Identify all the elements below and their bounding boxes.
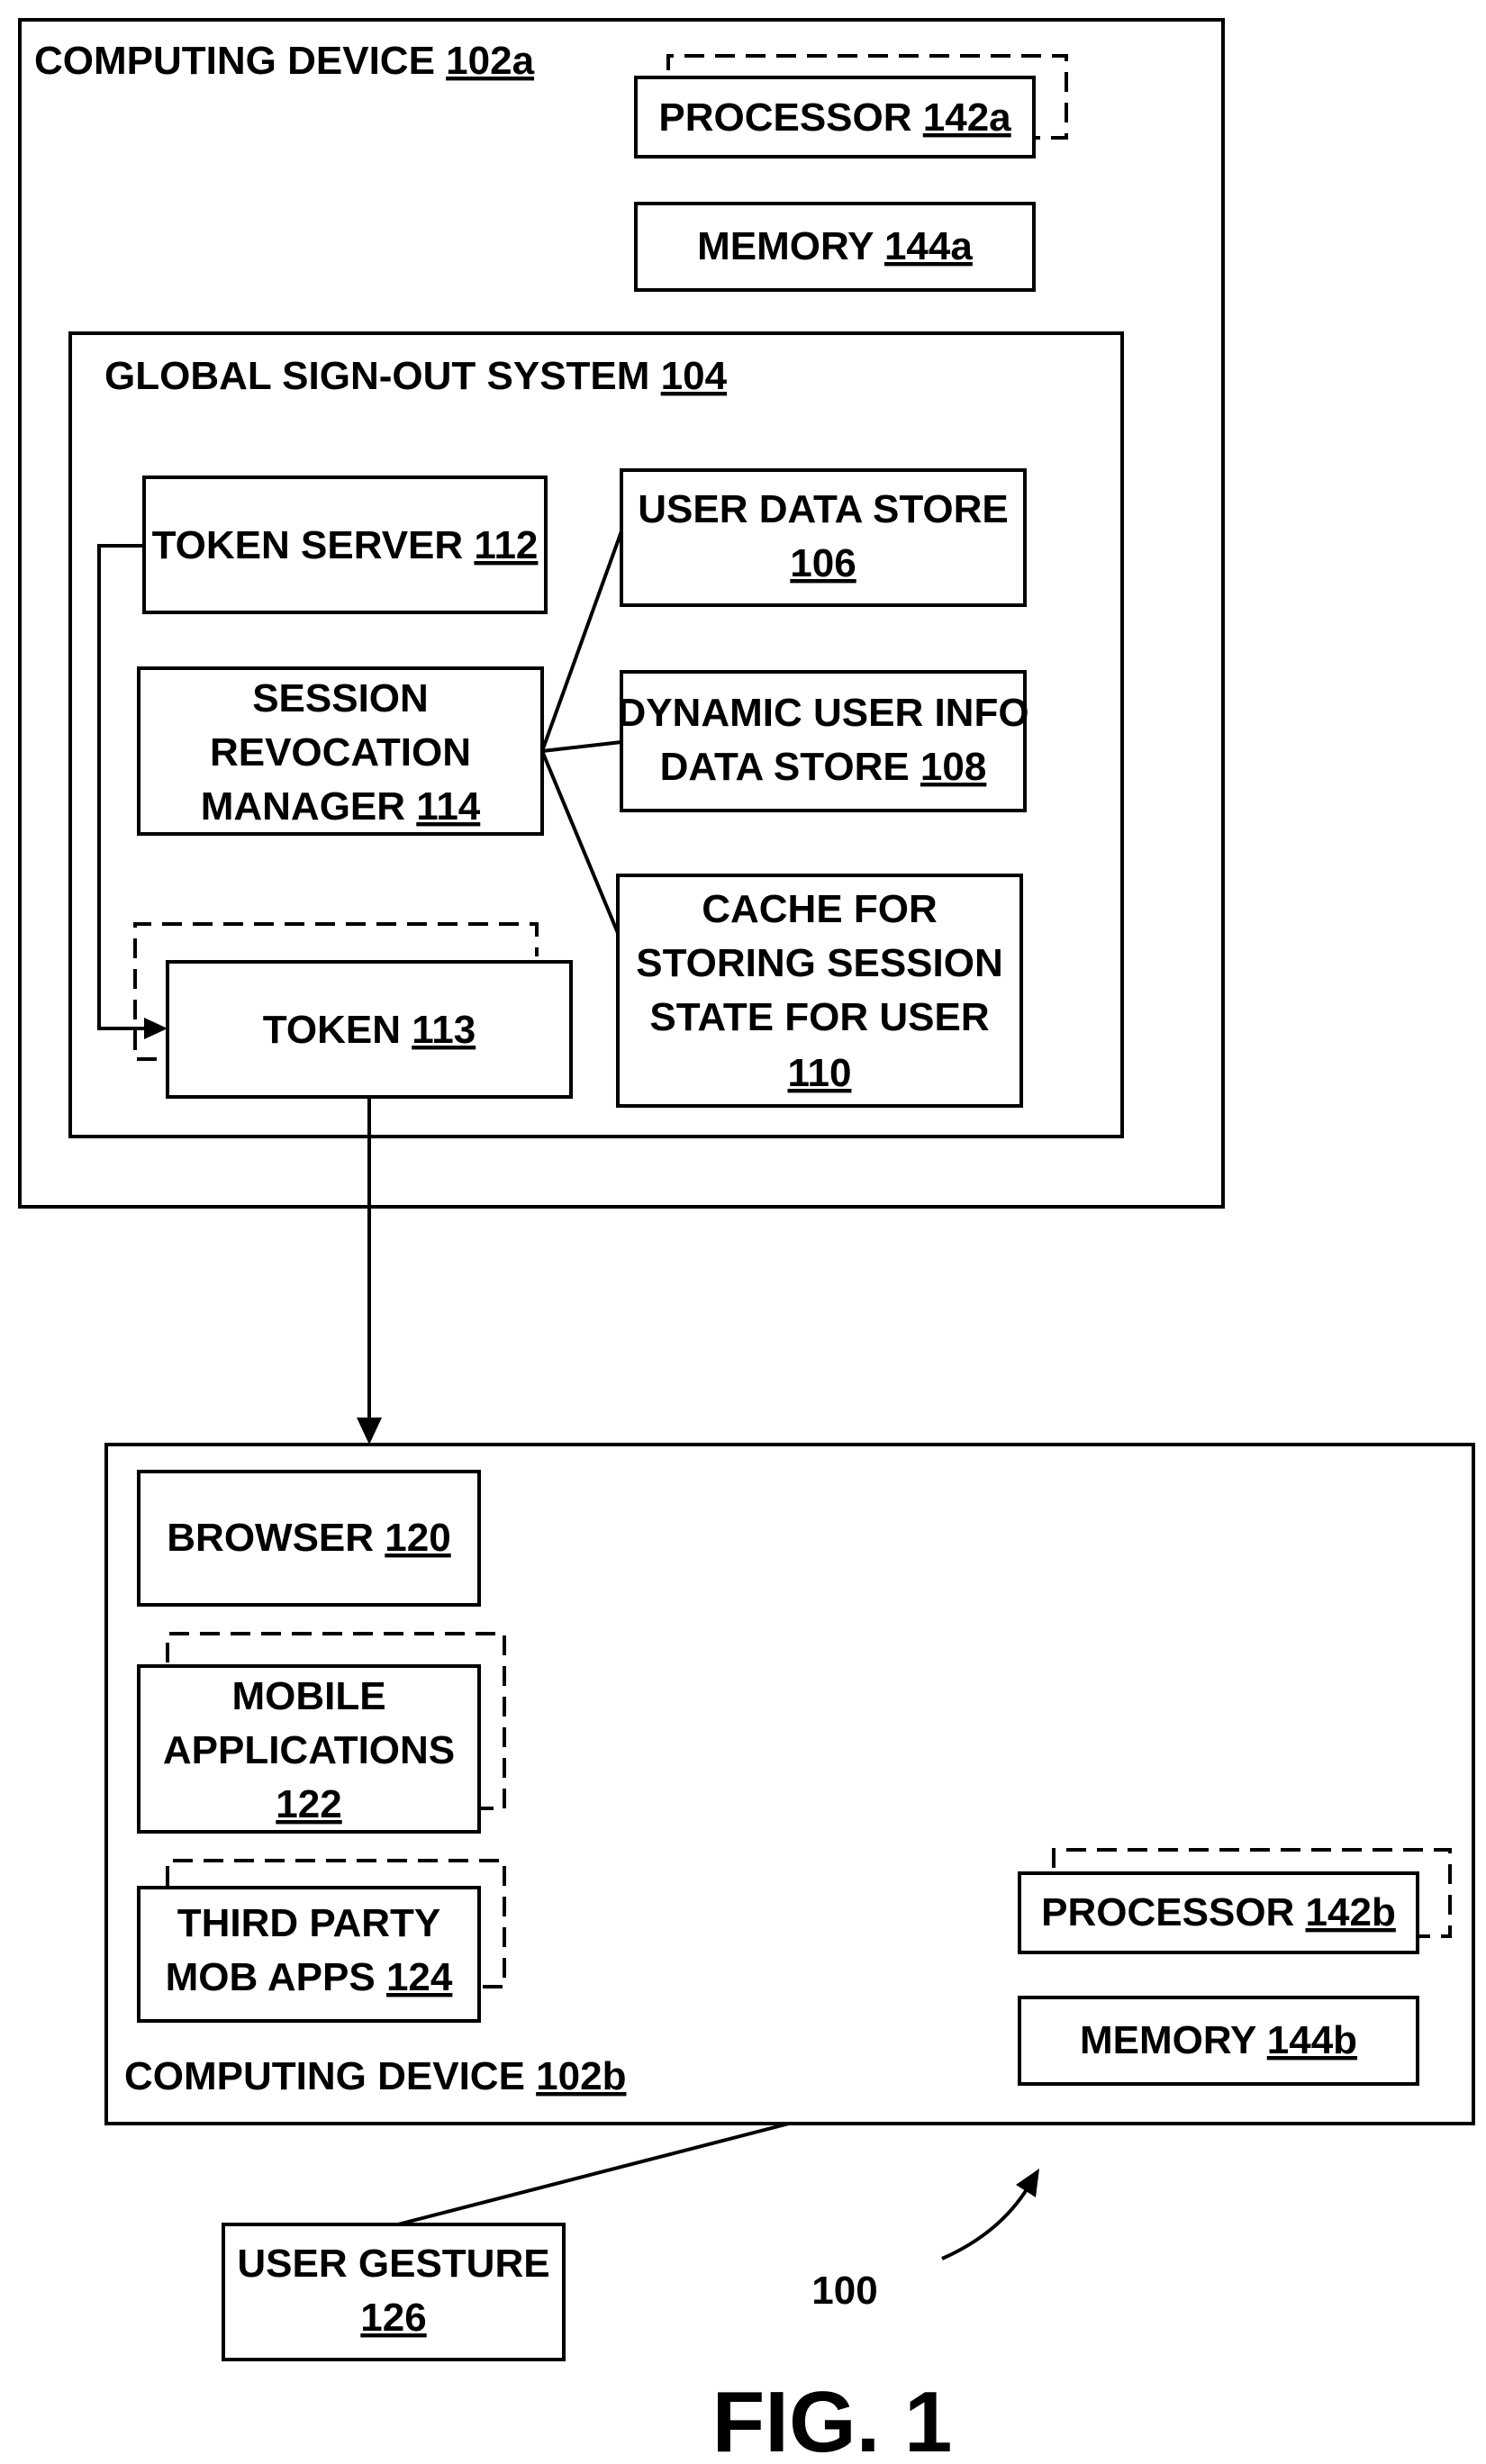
manager-line-3: MANAGER: [201, 784, 417, 829]
computing-device-102a: COMPUTING DEVICE 102a PROCESSOR 142a MEM…: [20, 20, 1223, 1207]
manager-ref: 114: [416, 784, 481, 829]
processor-b-ref: 142b: [1306, 1890, 1396, 1934]
manager-line-1: SESSION: [252, 676, 429, 720]
user-data-store-line-1: USER DATA STORE: [638, 487, 1009, 531]
svg-text:COMPUTING DEVICE 102b: COMPUTING DEVICE 102b: [124, 2054, 626, 2098]
svg-text:BROWSER 120: BROWSER 120: [167, 1516, 450, 1560]
token-ref: 113: [412, 1008, 476, 1052]
mobile-apps-ref: 122: [276, 1782, 341, 1826]
token-label: TOKEN: [263, 1008, 412, 1052]
browser-120: BROWSER 120: [139, 1472, 479, 1605]
third-party-line-1: THIRD PARTY: [177, 1901, 441, 1945]
svg-text:TOKEN 113: TOKEN 113: [263, 1008, 476, 1052]
memory-a-ref: 144a: [884, 224, 973, 268]
browser-ref: 120: [385, 1516, 450, 1560]
system-ref-100: 100: [811, 2269, 877, 2313]
dynamic-store-line-1: DYNAMIC USER INFO: [617, 691, 1028, 735]
browser-label: BROWSER: [167, 1516, 385, 1560]
memory-a-label: MEMORY: [697, 224, 884, 268]
mobile-apps-line-1: MOBILE: [231, 1674, 385, 1718]
token-server-label: TOKEN SERVER: [152, 523, 475, 567]
global-sign-out-system-104: GLOBAL SIGN-OUT SYSTEM 104 TOKEN SERVER …: [70, 333, 1122, 1137]
svg-text:MEMORY 144a: MEMORY 144a: [697, 224, 973, 268]
token-server-112: TOKEN SERVER 112: [144, 477, 546, 612]
system-ref: 104: [661, 354, 728, 398]
svg-text:MANAGER 114: MANAGER 114: [201, 784, 481, 829]
manager-line-2: REVOCATION: [210, 730, 471, 775]
memory-b-ref: 144b: [1267, 2018, 1357, 2062]
processor-a-ref: 142a: [923, 95, 1011, 140]
user-gesture-126: USER GESTURE 126: [223, 2224, 564, 2360]
system-label: GLOBAL SIGN-OUT SYSTEM: [104, 354, 661, 398]
processor-b-label: PROCESSOR: [1041, 1890, 1305, 1934]
device-a-label: COMPUTING DEVICE: [34, 39, 446, 83]
device-b-label: COMPUTING DEVICE: [124, 2054, 536, 2098]
cache-ref: 110: [788, 1051, 852, 1095]
svg-text:TOKEN SERVER 112: TOKEN SERVER 112: [152, 523, 539, 567]
svg-text:GLOBAL SIGN-OUT SYSTEM 104: GLOBAL SIGN-OUT SYSTEM 104: [104, 354, 728, 398]
cache-line-2: STORING SESSION: [636, 941, 1003, 985]
user-data-store-ref: 106: [790, 541, 856, 585]
user-gesture-connector: [391, 2124, 789, 2226]
computing-device-102b: COMPUTING DEVICE 102b BROWSER 120 MOBILE…: [106, 1445, 1473, 2124]
third-party-ref: 124: [386, 1955, 453, 1999]
svg-text:MEMORY 144b: MEMORY 144b: [1080, 2018, 1357, 2062]
svg-text:COMPUTING DEVICE 102a: COMPUTING DEVICE 102a: [34, 39, 535, 83]
mobile-apps-line-2: APPLICATIONS: [163, 1728, 455, 1772]
memory-144a: MEMORY 144a: [636, 204, 1034, 290]
memory-144b: MEMORY 144b: [1019, 1997, 1418, 2084]
memory-b-label: MEMORY: [1080, 2018, 1267, 2062]
user-gesture-ref: 126: [360, 2296, 426, 2340]
dynamic-user-info-data-store-108: DYNAMIC USER INFO DATA STORE 108: [617, 672, 1028, 811]
device-b-ref: 102b: [536, 2054, 626, 2098]
svg-text:PROCESSOR 142a: PROCESSOR 142a: [658, 95, 1011, 140]
session-revocation-manager-114: SESSION REVOCATION MANAGER 114: [139, 668, 542, 834]
system-ref-arrowhead: [1016, 2169, 1039, 2197]
third-party-line-2: MOB APPS: [166, 1955, 386, 1999]
token-server-ref: 112: [474, 523, 538, 567]
cache-110: CACHE FOR STORING SESSION STATE FOR USER…: [618, 875, 1021, 1106]
system-ref-arrow: [942, 2187, 1028, 2259]
user-gesture-line-1: USER GESTURE: [237, 2242, 549, 2286]
user-data-store-106: USER DATA STORE 106: [621, 470, 1025, 605]
dynamic-store-ref: 108: [920, 745, 986, 789]
svg-text:DATA STORE 108: DATA STORE 108: [660, 745, 987, 789]
dynamic-store-line-2: DATA STORE: [660, 745, 920, 789]
figure-label: FIG. 1: [712, 2374, 953, 2464]
device-a-ref: 102a: [446, 39, 534, 83]
svg-text:MOB APPS 124: MOB APPS 124: [166, 1955, 453, 1999]
processor-a-label: PROCESSOR: [658, 95, 922, 140]
device-b-arrowhead: [357, 1418, 382, 1445]
cache-line-1: CACHE FOR: [702, 887, 938, 931]
cache-line-3: STATE FOR USER: [649, 995, 989, 1039]
svg-text:PROCESSOR 142b: PROCESSOR 142b: [1041, 1890, 1396, 1934]
